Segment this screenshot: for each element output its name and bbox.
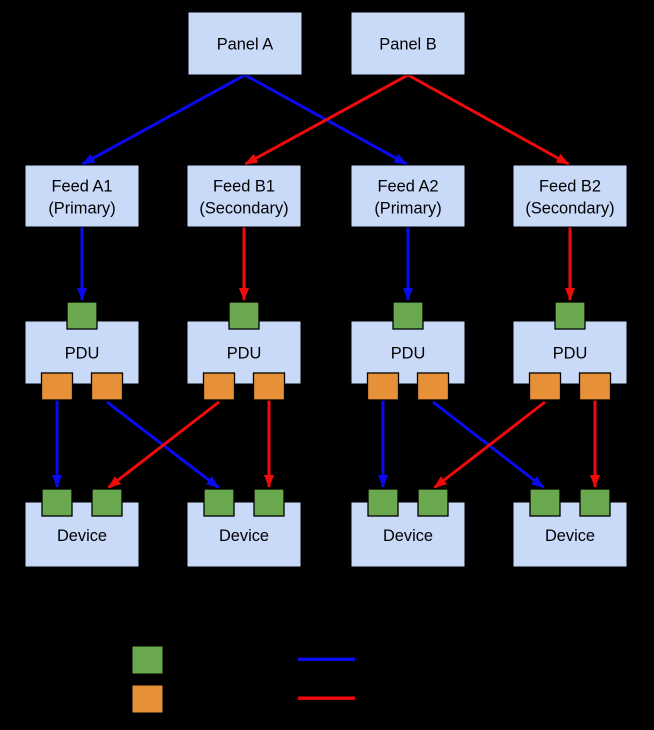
svg-text:Panel B: Panel B [379, 36, 436, 54]
svg-text:Panel A: Panel A [217, 36, 274, 54]
svg-text:Feed A2: Feed A2 [377, 178, 438, 196]
svg-text:PDU: PDU [65, 345, 100, 363]
svg-text:Feed A1: Feed A1 [51, 178, 112, 196]
svg-text:Device: Device [383, 527, 433, 545]
svg-text:(Secondary): (Secondary) [199, 200, 288, 218]
svg-text:(Primary): (Primary) [48, 200, 115, 218]
svg-text:(Primary): (Primary) [374, 200, 441, 218]
svg-text:Feed B1: Feed B1 [213, 178, 275, 196]
svg-text:Device: Device [545, 527, 595, 545]
svg-text:Feed B2: Feed B2 [539, 178, 601, 196]
svg-text:Device: Device [57, 527, 107, 545]
svg-text:PDU: PDU [391, 345, 426, 363]
svg-text:PDU: PDU [553, 345, 588, 363]
svg-text:PDU: PDU [227, 345, 262, 363]
svg-text:(Secondary): (Secondary) [525, 200, 614, 218]
svg-text:Device: Device [219, 527, 269, 545]
